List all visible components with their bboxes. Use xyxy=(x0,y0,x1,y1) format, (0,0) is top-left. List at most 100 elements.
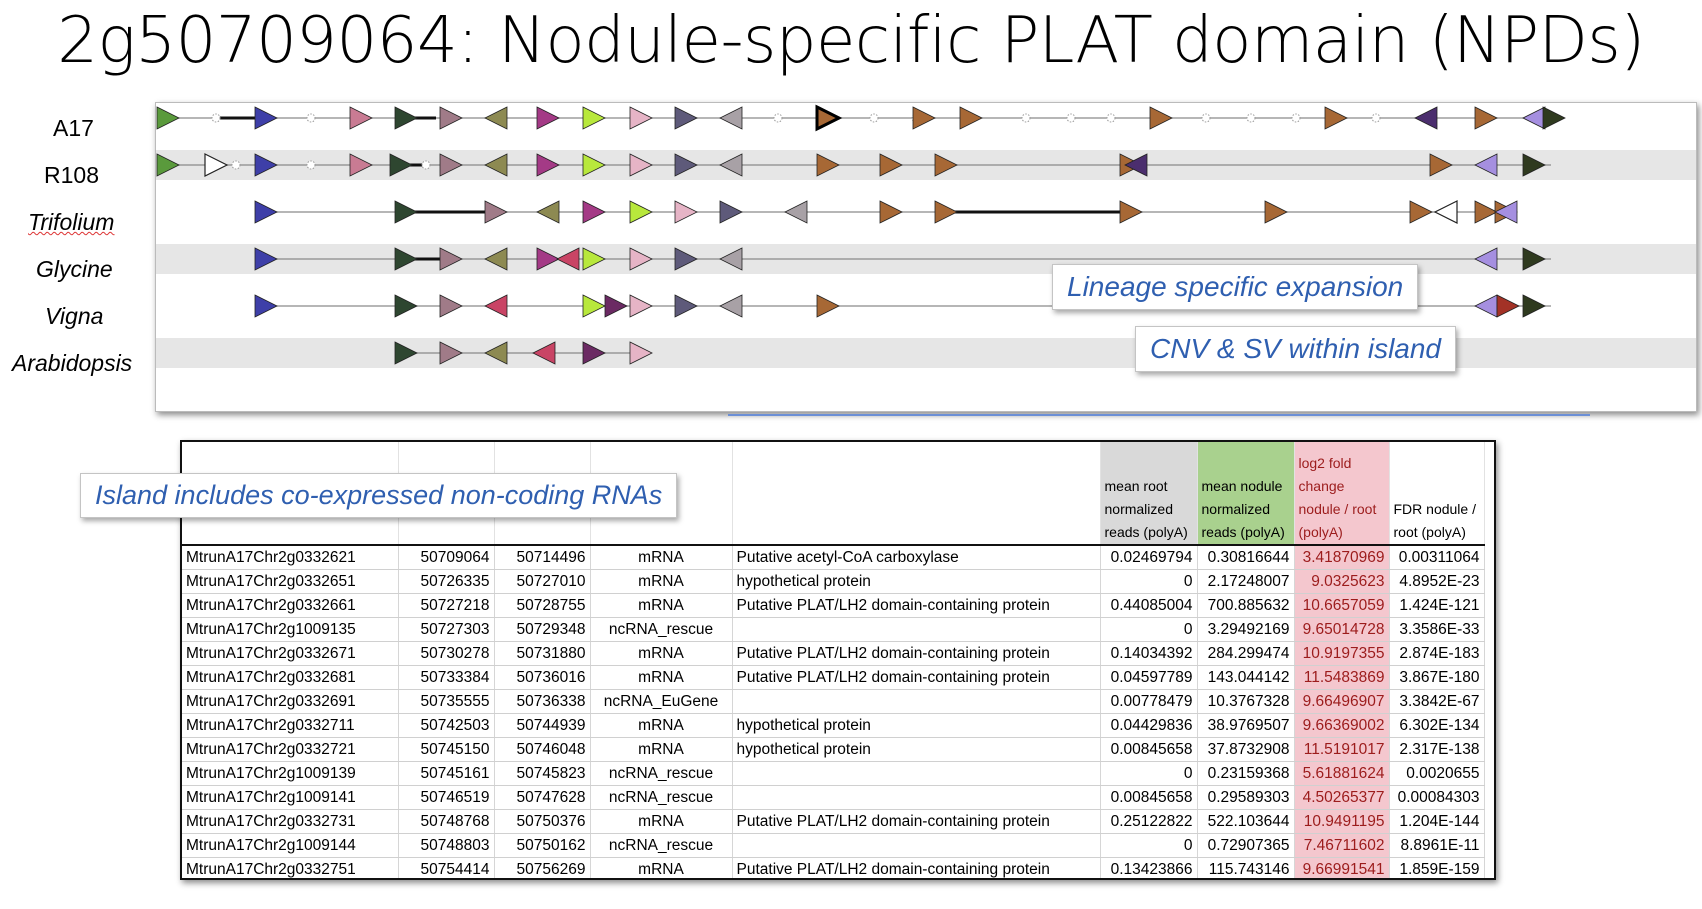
cell-mean-root: 0.00845658 xyxy=(1100,737,1198,762)
cell-gene-id: MtrunA17Chr2g1009144 xyxy=(182,833,399,858)
gene-arrow-brown xyxy=(879,153,903,177)
synteny-tracks xyxy=(156,104,1696,368)
cell-type: mRNA xyxy=(590,737,733,762)
cell-gene-id: MtrunA17Chr2g1009135 xyxy=(182,617,399,642)
cell-start: 50730278 xyxy=(398,641,495,666)
gene-arrow-brown xyxy=(1149,106,1173,130)
gene-arrow-rose xyxy=(349,106,373,130)
cell-gene-id: MtrunA17Chr2g0332731 xyxy=(182,809,399,834)
cell-description: hypothetical protein xyxy=(732,569,1101,594)
cell-start: 50733384 xyxy=(398,665,495,690)
cell-fdr: 1.204E-144 xyxy=(1389,809,1485,834)
header-fdr: FDR nodule / root (polyA) xyxy=(1389,442,1485,545)
cell-log2-fold-change: 11.5483869 xyxy=(1294,665,1390,690)
cell-mean-nodule: 38.9769507 xyxy=(1197,713,1295,738)
cell-type: ncRNA_rescue xyxy=(590,833,733,858)
gene-arrow-gray xyxy=(719,247,743,271)
gene-arrow-dkgreen xyxy=(394,200,418,224)
gene-arrow-lime xyxy=(582,153,606,177)
gene-arrow-brown xyxy=(1474,200,1498,224)
table-header-row: mean root normalized reads (polyA) mean … xyxy=(182,442,1485,545)
gene-arrow-dkgreen xyxy=(389,153,413,177)
gene-arrow-highlighted xyxy=(815,104,843,132)
synteny-panel xyxy=(155,102,1697,412)
gene-arrow-blue xyxy=(254,106,278,130)
cell-mean-nodule: 700.885632 xyxy=(1197,593,1295,618)
cell-mean-root: 0 xyxy=(1100,833,1198,858)
cell-description xyxy=(732,833,1101,858)
cell-start: 50742503 xyxy=(398,713,495,738)
gene-arrow-gray xyxy=(719,294,743,318)
cell-log2-fold-change: 9.0325623 xyxy=(1294,569,1390,594)
gene-arrow-mauve xyxy=(439,153,463,177)
cell-fdr: 3.3586E-33 xyxy=(1389,617,1485,642)
gene-arrow-red xyxy=(1496,294,1520,318)
cell-mean-root: 0.02469794 xyxy=(1100,544,1198,570)
gene-arrow-brown xyxy=(1119,200,1143,224)
gene-placeholder-dot xyxy=(869,113,879,123)
gene-arrow-brown xyxy=(879,200,903,224)
cell-end: 50728755 xyxy=(494,593,591,618)
cell-mean-root: 0.14034392 xyxy=(1100,641,1198,666)
gene-arrow-brown xyxy=(1264,200,1288,224)
gene-arrow-gray xyxy=(784,200,808,224)
gene-arrow-pink xyxy=(629,294,653,318)
gene-placeholder-dot xyxy=(773,113,783,123)
callout-cnv-sv: CNV & SV within island xyxy=(1135,326,1457,372)
cell-start: 50746519 xyxy=(398,785,495,810)
cell-log2-fold-change: 7.46711602 xyxy=(1294,833,1390,858)
cell-type: ncRNA_rescue xyxy=(590,761,733,786)
species-label-glycine: Glycine xyxy=(36,256,113,282)
gene-arrow-lavender xyxy=(1474,247,1498,271)
gene-arrow-dkgreen xyxy=(394,341,418,365)
expression-table-grid: mean root normalized reads (polyA) mean … xyxy=(182,442,1485,878)
cell-description: Putative PLAT/LH2 domain-containing prot… xyxy=(732,665,1101,690)
cell-mean-nodule: 0.29589303 xyxy=(1197,785,1295,810)
cell-log2-fold-change: 9.65014728 xyxy=(1294,617,1390,642)
cell-type: ncRNA_rescue xyxy=(590,617,733,642)
cell-description: hypothetical protein xyxy=(732,713,1101,738)
cell-type: ncRNA_EuGene xyxy=(590,689,733,714)
cell-log2-fold-change: 3.41870969 xyxy=(1294,544,1390,570)
gene-arrow-crimson xyxy=(484,294,508,318)
gene-arrow-mauve xyxy=(439,106,463,130)
gene-arrow-lime xyxy=(582,106,606,130)
gene-placeholder-dot xyxy=(1021,113,1031,123)
cell-end: 50736016 xyxy=(494,665,591,690)
cell-end: 50750376 xyxy=(494,809,591,834)
gene-arrow-magenta xyxy=(582,200,606,224)
gene-arrow-white xyxy=(204,153,229,177)
cell-mean-root: 0 xyxy=(1100,617,1198,642)
cell-mean-nodule: 37.8732908 xyxy=(1197,737,1295,762)
gene-arrow-lime xyxy=(582,247,606,271)
cell-mean-nodule: 0.23159368 xyxy=(1197,761,1295,786)
gene-arrow-lime xyxy=(582,294,606,318)
cell-end: 50747628 xyxy=(494,785,591,810)
cell-mean-nodule: 522.103644 xyxy=(1197,809,1295,834)
gene-placeholder-dot xyxy=(211,113,221,123)
cell-mean-nodule: 3.29492169 xyxy=(1197,617,1295,642)
gene-arrow-dark xyxy=(1542,106,1566,130)
gene-arrow-dark xyxy=(1522,294,1546,318)
gene-arrow-dark xyxy=(1522,153,1546,177)
gene-arrow-gray xyxy=(719,106,743,130)
cell-gene-id: MtrunA17Chr2g0332691 xyxy=(182,689,399,714)
gene-arrow-slate xyxy=(674,247,698,271)
gene-arrow-dkgreen xyxy=(394,106,418,130)
cell-start: 50726335 xyxy=(398,569,495,594)
cell-description xyxy=(732,617,1101,642)
cell-end: 50756269 xyxy=(494,857,591,878)
gene-arrow-brown xyxy=(1409,200,1433,224)
cell-mean-root: 0.44085004 xyxy=(1100,593,1198,618)
cell-gene-id: MtrunA17Chr2g0332661 xyxy=(182,593,399,618)
gene-arrow-plum xyxy=(582,341,606,365)
cell-log2-fold-change: 10.9491195 xyxy=(1294,809,1390,834)
cell-type: ncRNA_rescue xyxy=(590,785,733,810)
cell-description: hypothetical protein xyxy=(732,737,1101,762)
cell-fdr: 1.859E-159 xyxy=(1389,857,1485,878)
header-log2-fold-change: log2 fold change nodule / root (polyA) xyxy=(1294,442,1390,545)
